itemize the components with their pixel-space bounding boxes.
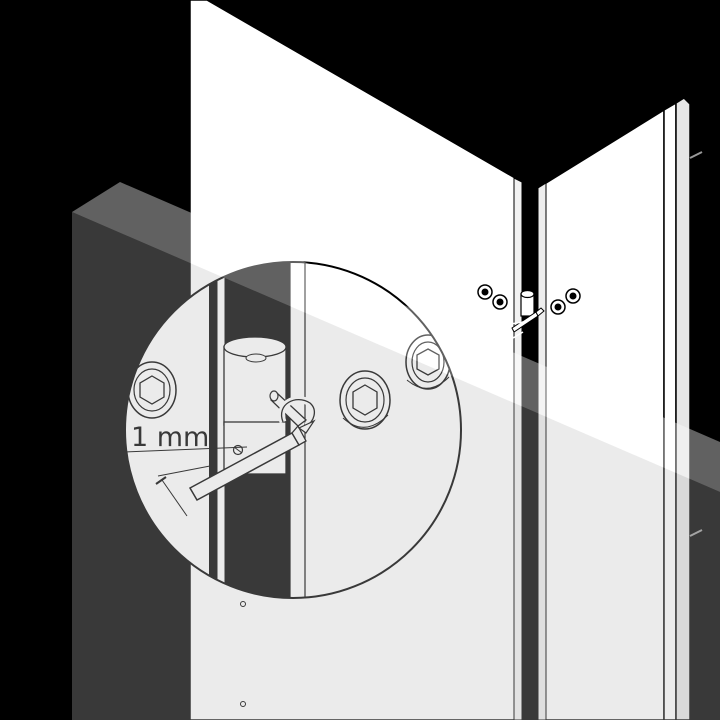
screw-cap (492, 294, 508, 310)
allen-key-small (511, 307, 545, 333)
frame-pin (689, 151, 703, 159)
door-frame-profile (663, 97, 703, 720)
hinge-overview (477, 284, 581, 333)
screw-cap (477, 284, 493, 300)
panel-hole (240, 701, 246, 707)
allen-key (188, 390, 308, 502)
screw-cap (127, 361, 177, 419)
highlight-band (72, 182, 720, 720)
rotation-arrow-icon (278, 396, 318, 434)
callout-leaders (432, 321, 524, 381)
hinge-pin (520, 289, 535, 317)
dimension-line (125, 446, 248, 517)
right-door-panel (537, 108, 665, 720)
screw-cap (339, 370, 391, 430)
detail-magnifier: max. 1 mm (55, 261, 462, 599)
screw-cap (550, 299, 566, 315)
dimension-label: max. 1 mm (55, 422, 209, 453)
panel-hole (240, 601, 246, 607)
frame-pin (689, 529, 703, 537)
screw-cap (565, 288, 581, 304)
